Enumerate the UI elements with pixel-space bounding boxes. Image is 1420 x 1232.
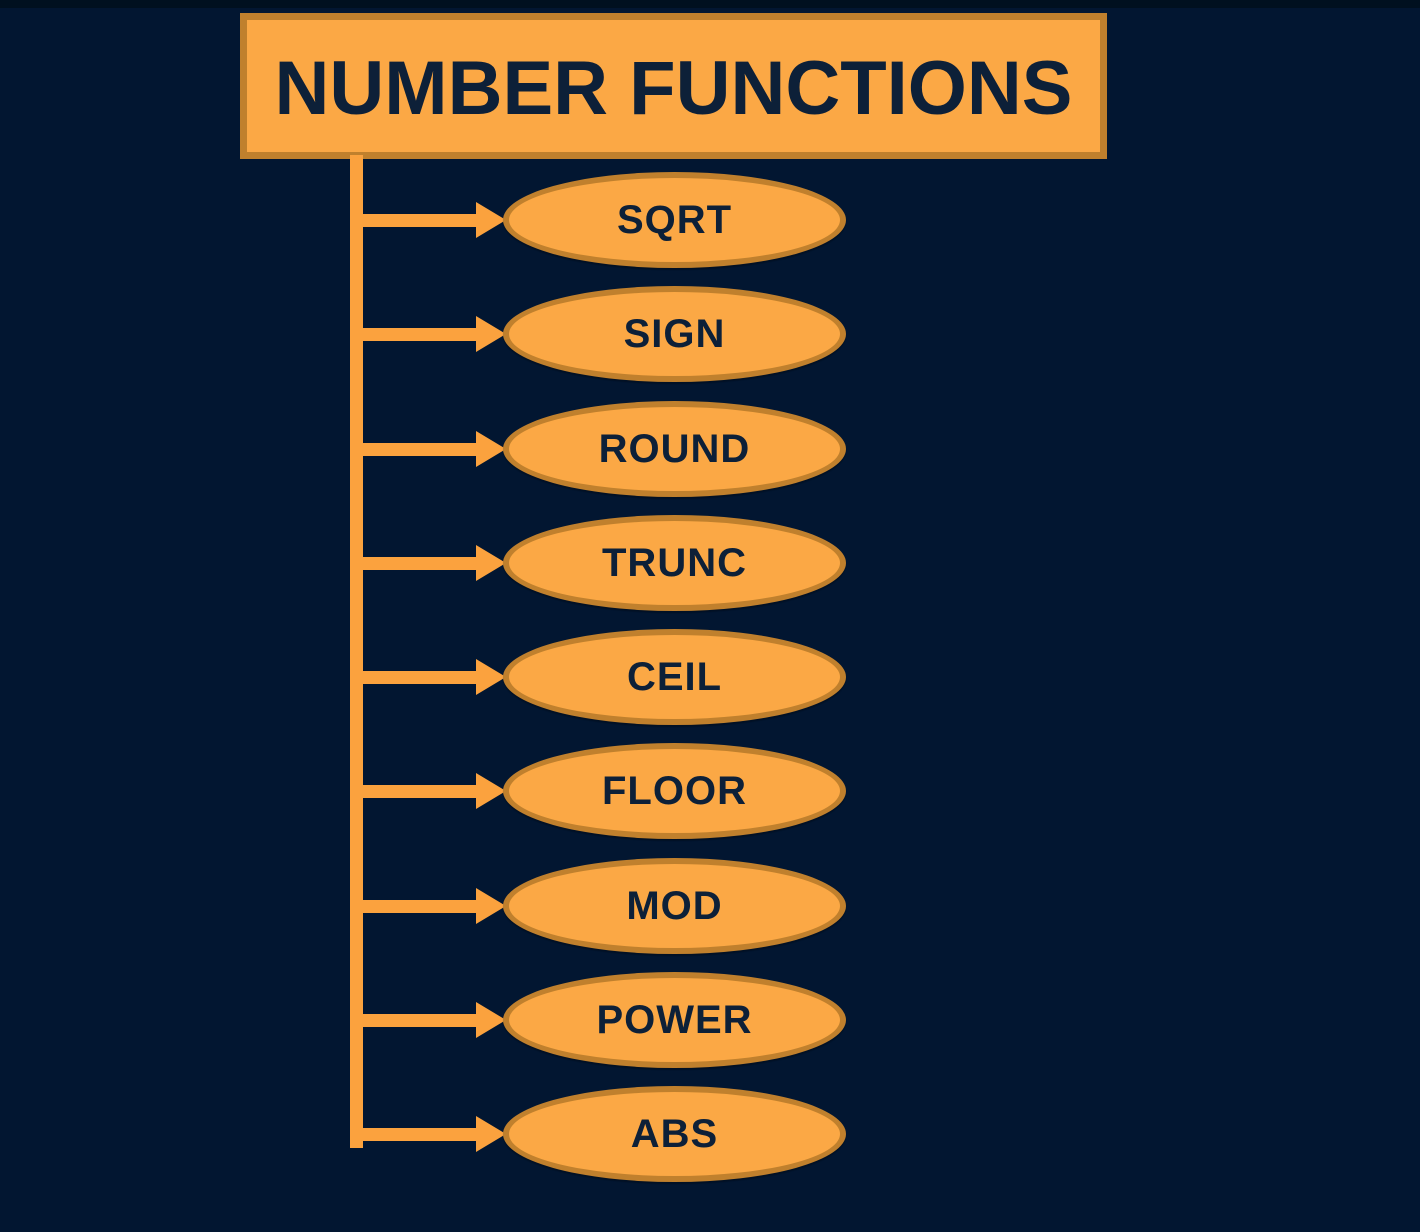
arrow-head-icon (476, 659, 506, 695)
diagram-row: POWER (0, 963, 1420, 1077)
node-label: POWER (596, 997, 753, 1042)
trunk-connector-line (350, 155, 363, 1148)
arrow-shaft (356, 785, 477, 798)
node-label: TRUNC (602, 540, 747, 585)
node-ellipse-abs: ABS (503, 1086, 846, 1182)
arrow-head-icon (476, 431, 506, 467)
arrow-head-icon (476, 1116, 506, 1152)
diagram-row: MOD (0, 849, 1420, 963)
node-label: SIGN (623, 311, 726, 356)
node-label: MOD (626, 883, 723, 928)
arrow-shaft (356, 557, 477, 570)
diagram-row: CEIL (0, 620, 1420, 734)
diagram-row: ROUND (0, 392, 1420, 506)
node-label: ABS (630, 1111, 719, 1156)
node-label: SQRT (616, 197, 733, 242)
arrow-shaft (356, 1128, 477, 1141)
node-ellipse-sqrt: SQRT (503, 172, 846, 268)
arrow-shaft (356, 214, 477, 227)
arrow-head-icon (476, 888, 506, 924)
top-edge-strip (0, 0, 1420, 8)
node-label: ROUND (598, 426, 751, 471)
arrow-shaft (356, 443, 477, 456)
node-label: FLOOR (602, 768, 747, 813)
node-ellipse-round: ROUND (503, 401, 846, 497)
arrow-shaft (356, 328, 477, 341)
node-ellipse-trunc: TRUNC (503, 515, 846, 611)
node-ellipse-ceil: CEIL (503, 629, 846, 725)
diagram-row: FLOOR (0, 734, 1420, 848)
arrow-shaft (356, 1014, 477, 1027)
arrow-head-icon (476, 545, 506, 581)
arrow-shaft (356, 900, 477, 913)
arrow-head-icon (476, 202, 506, 238)
diagram-row: ABS (0, 1077, 1420, 1191)
arrow-shaft (356, 671, 477, 684)
node-label: CEIL (626, 654, 723, 699)
node-ellipse-floor: FLOOR (503, 743, 846, 839)
arrow-head-icon (476, 316, 506, 352)
title-box: NUMBER FUNCTIONS (240, 13, 1107, 159)
node-ellipse-power: POWER (503, 972, 846, 1068)
node-ellipse-mod: MOD (503, 858, 846, 954)
diagram-row: SQRT (0, 163, 1420, 277)
page-title: NUMBER FUNCTIONS (274, 45, 1073, 131)
node-ellipse-sign: SIGN (503, 286, 846, 382)
diagram-row: SIGN (0, 277, 1420, 391)
arrow-head-icon (476, 773, 506, 809)
arrow-head-icon (476, 1002, 506, 1038)
diagram-row: TRUNC (0, 506, 1420, 620)
